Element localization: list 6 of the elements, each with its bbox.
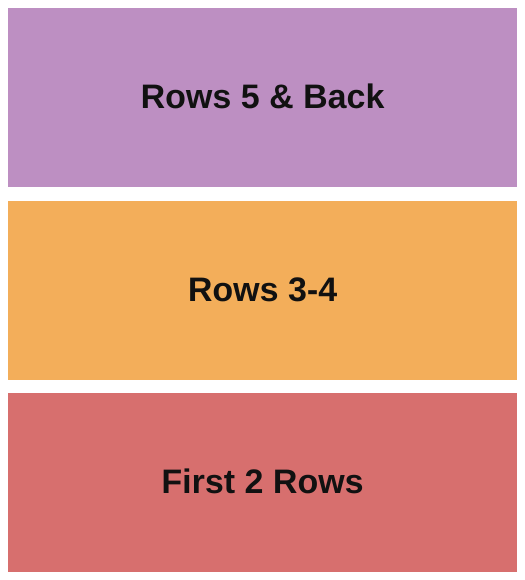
seating-section	[8, 201, 517, 380]
section-label: First 2 Rows	[161, 463, 364, 502]
section-label: Rows 3-4	[188, 271, 338, 310]
seating-section	[8, 8, 517, 187]
section-label: Rows 5 & Back	[140, 78, 384, 117]
seating-section	[8, 393, 517, 572]
